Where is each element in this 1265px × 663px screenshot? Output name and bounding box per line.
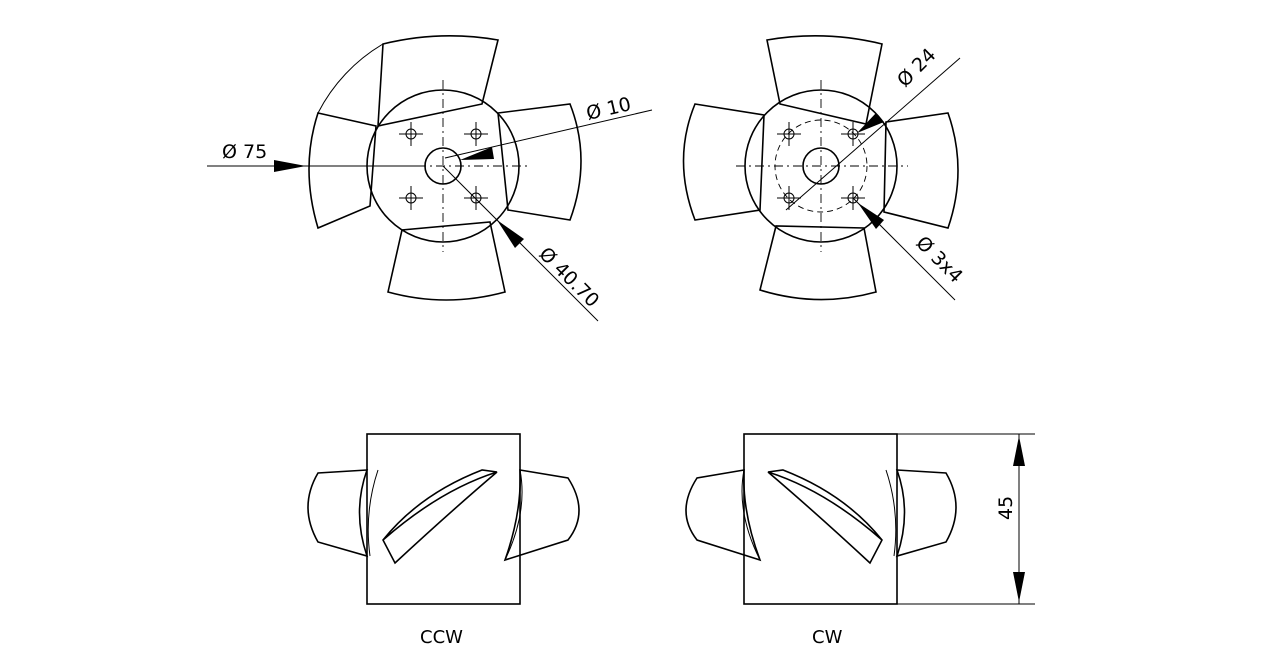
leader-hub — [444, 109, 653, 159]
blade-right — [503, 469, 580, 562]
dimension-height: 45 — [897, 433, 1035, 605]
blade-left — [685, 469, 762, 562]
arrow-holes — [858, 203, 884, 229]
hub-body — [743, 433, 898, 605]
leader-bolt-circle — [442, 165, 599, 322]
dim-bolt-circle: Ø 40.70 — [534, 243, 603, 312]
dim-outer-diameter: Ø 75 — [222, 141, 267, 163]
blade-bottom — [759, 225, 877, 301]
dim-inner-circle: Ø 24 — [893, 44, 940, 91]
blade-bottom — [387, 221, 506, 301]
label-ccw: CCW — [420, 627, 463, 648]
dim-height-value: 45 — [995, 496, 1017, 520]
side-view-cw: CW — [685, 433, 957, 648]
arrow-hub — [460, 147, 494, 160]
arrow-bolt-circle — [497, 220, 524, 248]
blade-top — [377, 35, 499, 128]
arrow-outer — [274, 160, 306, 172]
blade-top — [766, 35, 883, 125]
bolt-holes — [399, 122, 488, 210]
blade-left — [308, 112, 377, 230]
sweep-arc — [317, 43, 384, 114]
dim-holes: Ø 3x4 — [911, 232, 966, 287]
blade-right — [497, 103, 582, 221]
blade-left — [307, 469, 369, 558]
dim-hub-diameter: Ø 10 — [584, 93, 633, 125]
front-view-cw: Ø 24 Ø 3x4 — [682, 35, 967, 301]
bolt-holes — [777, 122, 865, 210]
arrow-inner-circle — [857, 113, 884, 133]
front-view-ccw: Ø 75 Ø 10 Ø 40.70 — [207, 35, 653, 322]
hub-body — [366, 433, 521, 605]
label-cw: CW — [812, 627, 843, 648]
blade-left — [682, 103, 765, 221]
leader-inner-circle — [785, 57, 961, 211]
blade-section — [382, 469, 498, 565]
blade-section — [767, 469, 883, 565]
blade-right — [883, 112, 959, 229]
blade-right — [895, 469, 957, 558]
side-view-ccw: CCW — [307, 433, 580, 648]
